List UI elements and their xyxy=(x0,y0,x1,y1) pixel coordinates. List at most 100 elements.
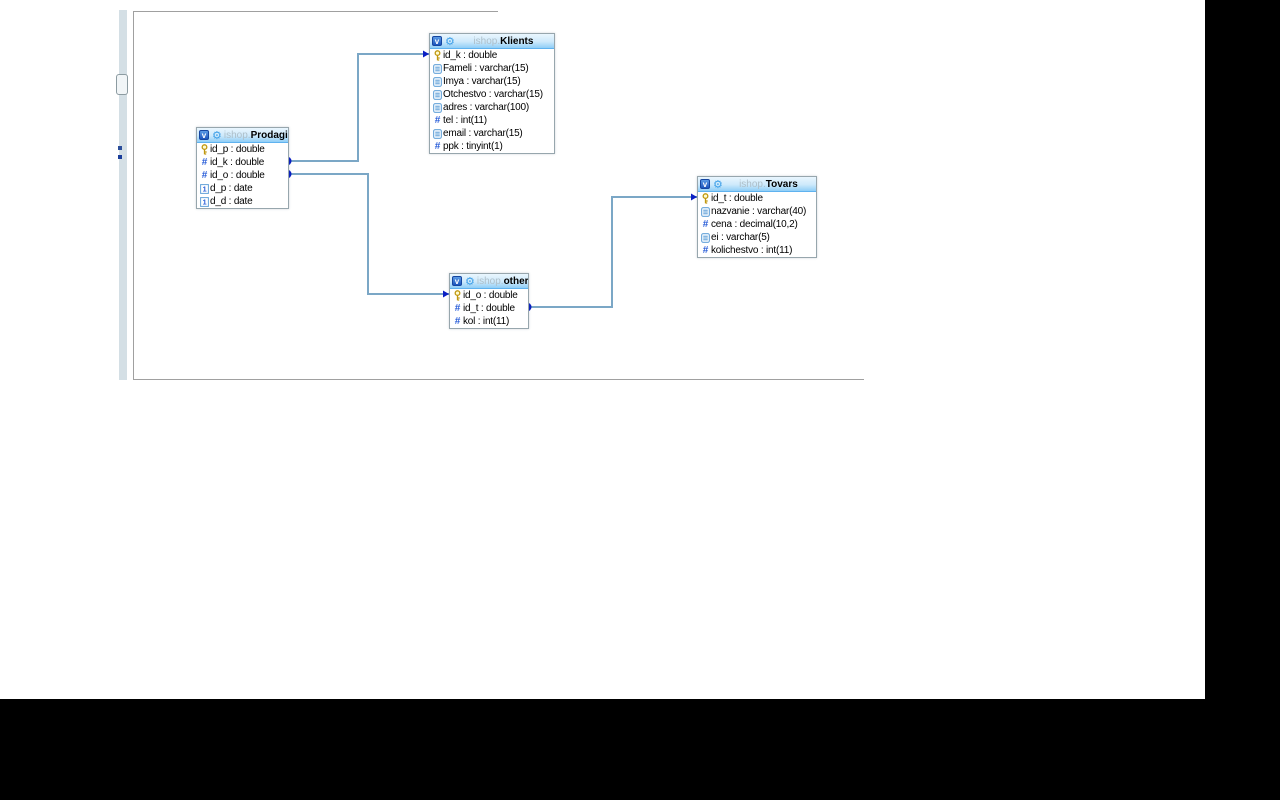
field-row[interactable]: #tel : int(11) xyxy=(430,114,554,127)
numeric-field-icon: # xyxy=(434,115,441,126)
collapse-button[interactable]: v xyxy=(700,179,710,189)
svg-text:1: 1 xyxy=(203,184,207,193)
mini-icon-bottom[interactable] xyxy=(118,155,122,159)
schema-prefix: ishop. xyxy=(473,35,501,47)
field-row[interactable]: id_o : double xyxy=(450,289,528,302)
schema-prefix: ishop. xyxy=(739,178,766,190)
field-row[interactable]: Fameli : varchar(15) xyxy=(430,62,554,75)
table-title: ishop.Klients xyxy=(455,36,554,47)
field-label: email : varchar(15) xyxy=(443,128,523,139)
sidebar-splitter-bar xyxy=(119,10,127,380)
field-label: Imya : varchar(15) xyxy=(443,76,521,87)
field-row[interactable]: email : varchar(15) xyxy=(430,127,554,140)
table-title: ishop.Tovars xyxy=(723,179,816,190)
gear-icon[interactable]: ⚙ xyxy=(445,34,455,48)
field-row[interactable]: #kolichestvo : int(11) xyxy=(698,244,816,257)
text-field-icon xyxy=(700,206,711,217)
field-row[interactable]: nazvanie : varchar(40) xyxy=(698,205,816,218)
table-Klients[interactable]: v⚙ishop.Klients id_k : double Fameli : v… xyxy=(429,33,555,154)
canvas-border-left xyxy=(133,11,134,379)
text-field-icon xyxy=(700,232,711,243)
splitter-grabber-handle[interactable] xyxy=(116,74,128,95)
relation-line[interactable] xyxy=(527,196,697,308)
relation-connector-layer xyxy=(287,50,697,312)
numeric-field-icon: # xyxy=(201,170,208,181)
key-icon xyxy=(432,50,443,61)
numeric-field-icon: # xyxy=(454,316,461,327)
text-field-icon xyxy=(432,128,443,139)
table-header[interactable]: v⚙ishop.other xyxy=(450,274,528,289)
svg-text:1: 1 xyxy=(203,197,207,206)
field-label: kol : int(11) xyxy=(463,316,510,327)
field-row[interactable]: #ppk : tinyint(1) xyxy=(430,140,554,153)
table-name: other xyxy=(503,275,528,287)
gear-icon[interactable]: ⚙ xyxy=(212,128,222,142)
text-field-icon xyxy=(432,89,443,100)
table-other[interactable]: v⚙ishop.other id_o : double#id_t : doubl… xyxy=(449,273,529,329)
field-label: adres : varchar(100) xyxy=(443,102,530,113)
designer-canvas: v⚙ishop.Klients id_k : double Fameli : v… xyxy=(0,0,1205,699)
field-label: kolichestvo : int(11) xyxy=(711,245,793,256)
numeric-field-icon: # xyxy=(454,303,461,314)
text-field-icon xyxy=(432,63,443,74)
field-label: id_o : double xyxy=(210,170,265,181)
date-field-icon: 1 xyxy=(199,183,210,194)
field-row[interactable]: id_k : double xyxy=(430,49,554,62)
field-row[interactable]: Otchestvo : varchar(15) xyxy=(430,88,554,101)
table-Prodagi[interactable]: v⚙ishop.Prodagi id_p : double#id_k : dou… xyxy=(196,127,289,209)
field-row[interactable]: #id_t : double xyxy=(450,302,528,315)
table-header[interactable]: v⚙ishop.Prodagi xyxy=(197,128,288,143)
field-label: nazvanie : varchar(40) xyxy=(711,206,807,217)
text-field-icon xyxy=(432,76,443,87)
collapse-button[interactable]: v xyxy=(432,36,442,46)
field-label: cena : decimal(10,2) xyxy=(711,219,798,230)
field-label: id_p : double xyxy=(210,144,265,155)
table-Tovars[interactable]: v⚙ishop.Tovars id_t : double nazvanie : … xyxy=(697,176,817,258)
numeric-field-icon: # xyxy=(434,141,441,152)
field-label: id_k : double xyxy=(210,157,265,168)
field-label: id_t : double xyxy=(711,193,763,204)
field-label: id_k : double xyxy=(443,50,498,61)
field-row[interactable]: Imya : varchar(15) xyxy=(430,75,554,88)
field-label: Otchestvo : varchar(15) xyxy=(443,89,543,100)
numeric-field-icon: # xyxy=(702,219,709,230)
date-field-icon: 1 xyxy=(199,196,210,207)
table-header[interactable]: v⚙ishop.Klients xyxy=(430,34,554,49)
schema-prefix: ishop. xyxy=(476,275,504,287)
table-name: Klients xyxy=(500,35,534,47)
relation-line[interactable] xyxy=(287,173,449,295)
field-label: Fameli : varchar(15) xyxy=(443,63,529,74)
field-row[interactable]: id_p : double xyxy=(197,143,288,156)
field-label: ei : varchar(5) xyxy=(711,232,770,243)
collapse-button[interactable]: v xyxy=(199,130,209,140)
table-name: Tovars xyxy=(765,178,798,190)
field-row[interactable]: ei : varchar(5) xyxy=(698,231,816,244)
table-title: ishop.other xyxy=(475,276,528,287)
field-label: tel : int(11) xyxy=(443,115,487,126)
gear-icon[interactable]: ⚙ xyxy=(713,177,723,191)
gear-icon[interactable]: ⚙ xyxy=(465,274,475,288)
field-row[interactable]: #kol : int(11) xyxy=(450,315,528,328)
table-header[interactable]: v⚙ishop.Tovars xyxy=(698,177,816,192)
field-label: d_d : date xyxy=(210,196,253,207)
collapse-button[interactable]: v xyxy=(452,276,462,286)
field-row[interactable]: #cena : decimal(10,2) xyxy=(698,218,816,231)
mini-icon-top[interactable] xyxy=(118,146,122,150)
table-title: ishop.Prodagi xyxy=(222,130,288,141)
field-row[interactable]: #id_o : double xyxy=(197,169,288,182)
relation-line[interactable] xyxy=(287,53,429,162)
field-row[interactable]: id_t : double xyxy=(698,192,816,205)
field-label: ppk : tinyint(1) xyxy=(443,141,503,152)
field-label: d_p : date xyxy=(210,183,253,194)
numeric-field-icon: # xyxy=(702,245,709,256)
key-icon xyxy=(199,144,210,155)
field-row[interactable]: #id_k : double xyxy=(197,156,288,169)
table-name: Prodagi xyxy=(250,129,288,141)
field-row[interactable]: adres : varchar(100) xyxy=(430,101,554,114)
canvas-border-top xyxy=(133,11,498,12)
schema-prefix: ishop. xyxy=(223,129,251,141)
text-field-icon xyxy=(432,102,443,113)
field-label: id_o : double xyxy=(463,290,518,301)
